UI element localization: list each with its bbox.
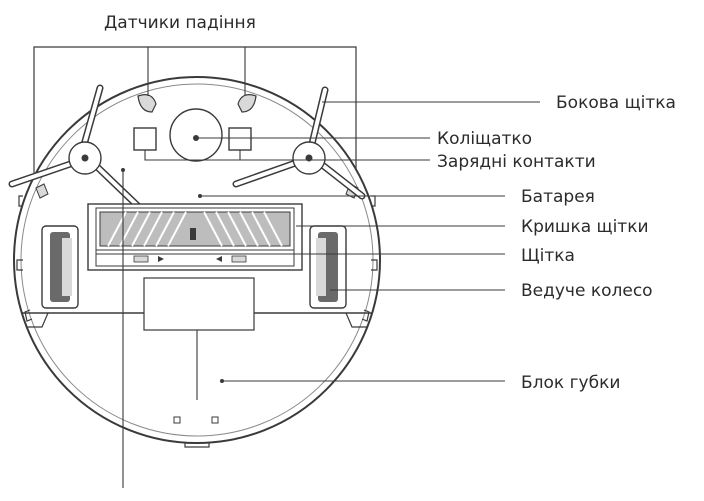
sensor-bracket (33, 46, 357, 236)
main-brush (99, 211, 291, 247)
leader-dots (121, 168, 224, 383)
label-drive-wheel: Ведуче колесо (521, 281, 653, 301)
charging-contact-left (133, 127, 157, 151)
label-main-brush: Щітка (521, 246, 575, 266)
charging-contact-right (228, 127, 252, 151)
leader-lines (96, 47, 540, 488)
caster-wheel (169, 108, 223, 162)
sponge-block-outline (143, 277, 255, 331)
drive-wheel-left (41, 225, 79, 309)
drive-wheel-right (309, 225, 347, 309)
cliff-sensor-right (237, 94, 257, 113)
label-sponge-unit: Блок губки (521, 373, 620, 393)
label-brush-cover: Кришка щітки (521, 217, 649, 237)
label-charging-contacts: Зарядні контакти (437, 152, 596, 172)
label-battery: Батарея (521, 187, 595, 207)
side-brush-left (8, 84, 144, 212)
cliff-sensor-left (137, 94, 157, 113)
label-caster-wheel: Коліщатко (437, 129, 532, 149)
label-cliff-sensors: Датчики падіння (104, 13, 256, 33)
side-brush-right (232, 86, 366, 200)
cliff-sensor-side-left (35, 183, 49, 199)
label-side-brush: Бокова щітка (556, 93, 676, 113)
